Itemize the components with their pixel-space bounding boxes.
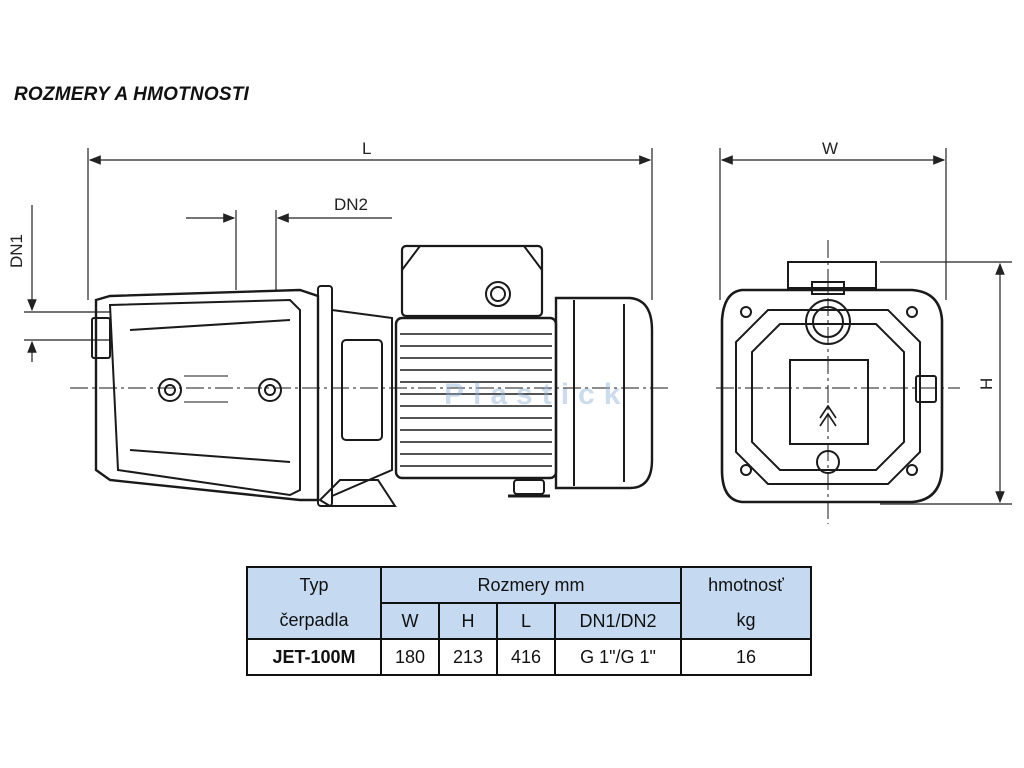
dimension-dn2 bbox=[186, 210, 392, 290]
header-hmotnost-line1: hmotnosť bbox=[680, 566, 812, 603]
dimension-height-label: H bbox=[977, 378, 996, 390]
cell-kg: 16 bbox=[680, 638, 812, 676]
specification-table: Typ Rozmery mm hmotnosť čerpadla W H L D… bbox=[246, 566, 812, 676]
cell-l: 416 bbox=[496, 638, 556, 676]
cell-w: 180 bbox=[380, 638, 440, 676]
dimension-dn2-label: DN2 bbox=[334, 195, 368, 214]
watermark: Plastick bbox=[444, 378, 629, 411]
dimension-width bbox=[719, 148, 947, 300]
dimension-length bbox=[87, 148, 653, 300]
dimension-dn1 bbox=[24, 205, 110, 362]
header-typ-line1: Typ bbox=[246, 566, 382, 603]
header-hmotnost-line2: kg bbox=[680, 603, 812, 640]
pump-front-view bbox=[716, 240, 960, 524]
header-dn: DN1/DN2 bbox=[554, 602, 682, 640]
pump-side-view bbox=[70, 244, 668, 507]
dimension-height bbox=[880, 261, 1012, 505]
dimension-dn1-label: DN1 bbox=[7, 234, 26, 268]
header-l: L bbox=[496, 602, 556, 640]
page-title: ROZMERY A HMOTNOSTI bbox=[14, 84, 249, 105]
dimension-length-label: L bbox=[362, 139, 371, 158]
table-row: JET-100M 180 213 416 G 1"/G 1" 16 bbox=[246, 638, 812, 676]
cell-typ: JET-100M bbox=[246, 638, 382, 676]
cell-h: 213 bbox=[438, 638, 498, 676]
pump-dimension-drawing: L DN2 DN1 bbox=[7, 139, 1012, 524]
header-w: W bbox=[380, 602, 440, 640]
dimension-width-label: W bbox=[822, 139, 838, 158]
header-rozmery: Rozmery mm bbox=[380, 566, 682, 604]
header-h: H bbox=[438, 602, 498, 640]
cell-dn: G 1"/G 1" bbox=[554, 638, 682, 676]
header-typ-line2: čerpadla bbox=[246, 603, 382, 640]
